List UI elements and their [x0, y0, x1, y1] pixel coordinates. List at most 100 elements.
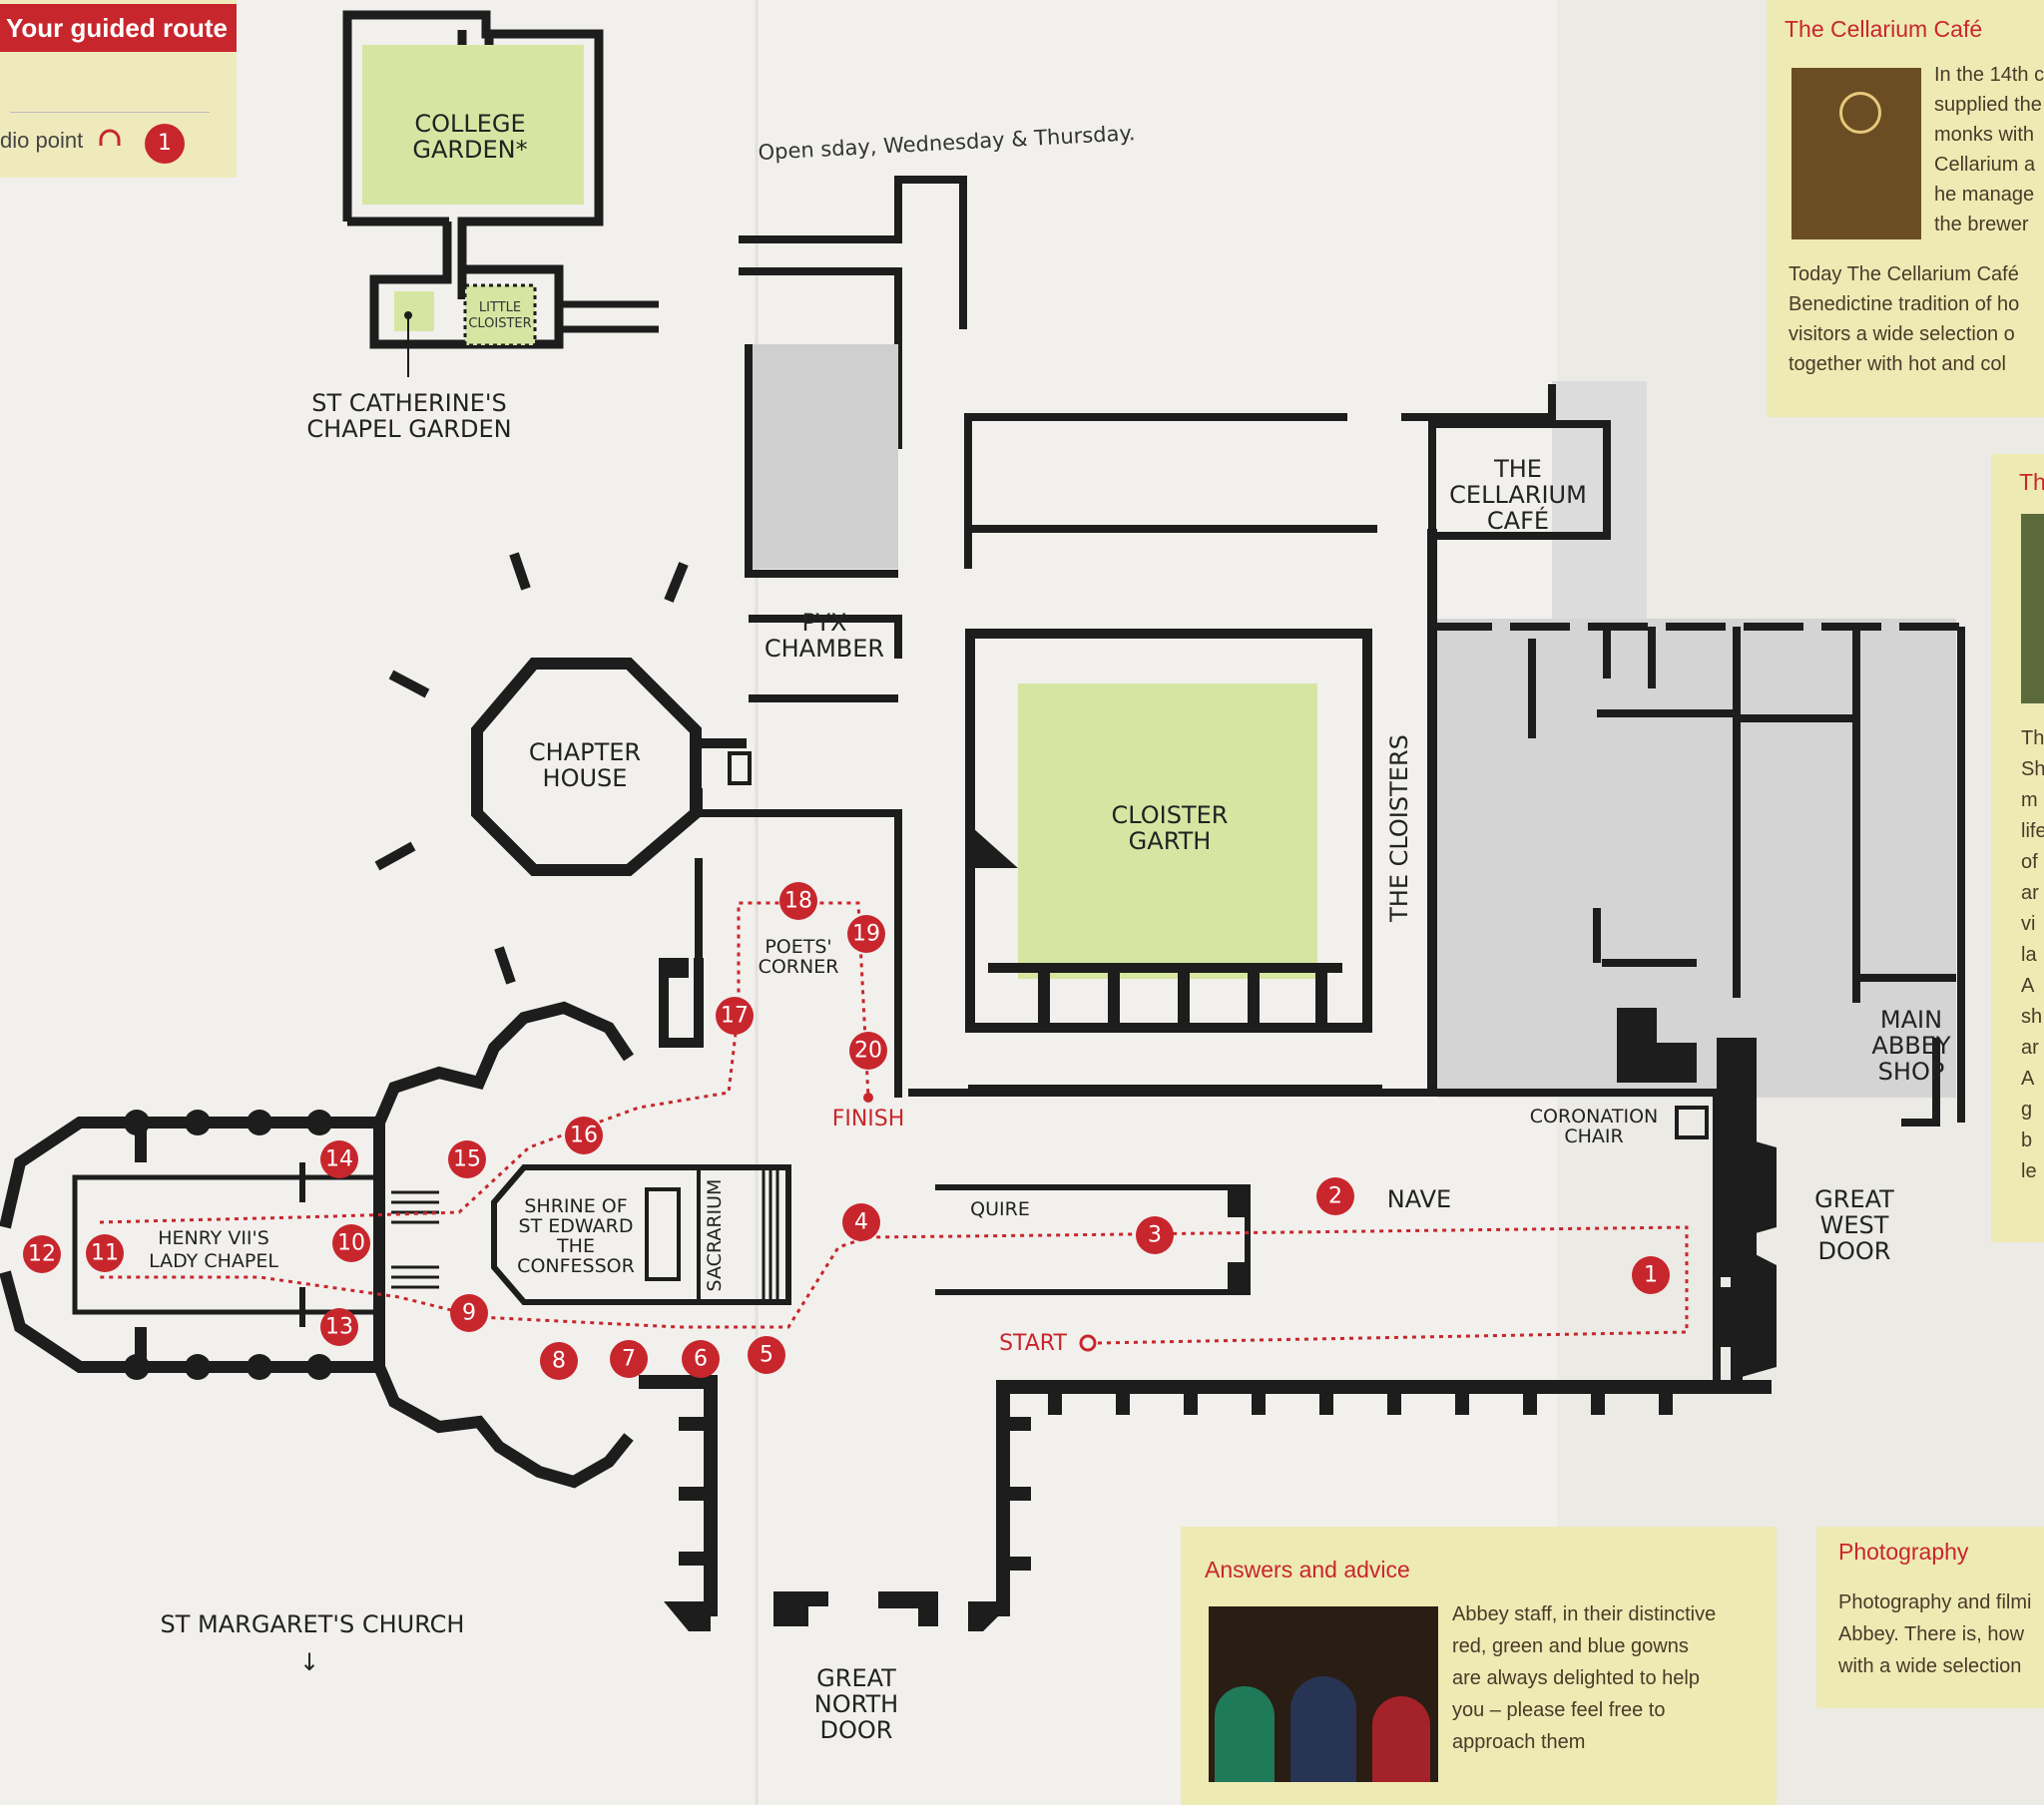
route-stop-number: 16	[570, 1124, 598, 1148]
great-north-door-label-1: GREAT	[816, 1664, 896, 1692]
coronation-chair-label-2: CHAIR	[1564, 1126, 1623, 1147]
route-stop-number: 18	[784, 889, 812, 914]
route-stop-number: 17	[721, 1004, 749, 1029]
cellarium-side-line-3: monks with	[1934, 124, 2035, 146]
college-garden-label-1: COLLEGE	[414, 110, 525, 138]
quire-label: QUIRE	[970, 1198, 1030, 1220]
route-stop-number: 5	[760, 1343, 773, 1368]
route-stop-circle	[779, 882, 817, 920]
route-stop-11: 11	[86, 1234, 124, 1272]
answers-advice-panel: Answers and advice Abbey staff, in their…	[1181, 1527, 1777, 1805]
pyx-chamber-label-2: CHAMBER	[765, 635, 884, 663]
pyx-chamber-label-1: PYX	[801, 609, 846, 637]
answers-line-1: Abbey staff, in their distinctive	[1452, 1603, 1717, 1625]
cellarium-side-line-1: In the 14th c	[1934, 64, 2044, 86]
answers-line-2: red, green and blue gowns	[1452, 1635, 1689, 1657]
route-stop-number: 2	[1328, 1184, 1342, 1209]
audio-point-badge: 1	[145, 124, 185, 164]
cloister-buttresses	[973, 828, 1327, 1023]
photography-panel-title: Photography	[1838, 1539, 1969, 1565]
chandelier-icon	[1839, 92, 1881, 134]
great-west-door-label-3: DOOR	[1818, 1237, 1891, 1265]
right-panel-fragment-10: sh	[2021, 1006, 2043, 1028]
route-stop-4: 4	[842, 1203, 880, 1241]
route-stop-20: 20	[849, 1032, 887, 1070]
route-stop-circle	[1632, 1256, 1670, 1294]
cellarium-side-line-4: Cellarium a	[1934, 154, 2036, 176]
route-stop-number: 10	[337, 1231, 365, 1256]
route-stop-circle	[716, 997, 754, 1035]
photography-body-text: Photography and filmi Abbey. There is, h…	[1838, 1586, 2044, 1682]
right-panel-fragment-5: of	[2021, 851, 2038, 873]
college-garden: COLLEGE GARDEN*	[342, 10, 604, 299]
guided-route-path	[99, 901, 1689, 1345]
little-cloister-label-2: CLOISTER	[468, 316, 531, 331]
nave-buttresses	[1003, 1387, 1673, 1571]
cellarium-line-4: together with hot and col	[1788, 353, 2006, 375]
cellarium-photo	[1791, 68, 1921, 239]
route-stop-2: 2	[1316, 1177, 1354, 1215]
start-marker	[1079, 1334, 1097, 1352]
cellarium-side-line-5: he manage	[1934, 184, 2035, 206]
route-stop-9: 9	[450, 1294, 488, 1332]
right-panel-fragment-2: Sh	[2021, 758, 2044, 780]
right-panel-photo	[2021, 514, 2044, 703]
great-north-door-label-3: DOOR	[820, 1716, 893, 1744]
route-stop-number: 11	[91, 1241, 119, 1266]
lady-chapel-label-1: HENRY VII'S	[158, 1227, 269, 1249]
route-stop-19: 19	[847, 915, 885, 953]
staff-figure-red	[1372, 1696, 1430, 1782]
route-key-box: Your guided route dio point 1	[0, 0, 237, 178]
route-stop-number: 19	[852, 922, 880, 947]
route-stop-circle	[320, 1140, 358, 1178]
cellarium-line-3: visitors a wide selection o	[1788, 323, 2015, 345]
great-west-door-label-1: GREAT	[1814, 1185, 1894, 1213]
route-stop-8: 8	[540, 1342, 578, 1380]
route-stop-circle	[86, 1234, 124, 1272]
main-shop-label-3: SHOP	[1878, 1058, 1945, 1086]
great-west-door-label-2: WEST	[1820, 1211, 1889, 1239]
cellarium-side-line-6: the brewer	[1934, 214, 2029, 235]
route-stop-circle	[682, 1340, 720, 1378]
route-stop-circle	[849, 1032, 887, 1070]
main-shop-label-1: MAIN	[1880, 1006, 1942, 1034]
route-stop-number: 14	[325, 1147, 353, 1172]
route-stop-number: 20	[854, 1039, 882, 1064]
opening-days-note: Open sday, Wednesday & Thursday.	[758, 121, 1136, 165]
route-stop-circle	[565, 1117, 603, 1154]
nave: CORONATION CHAIR NAVE GREAT WEST DOOR QU…	[908, 1089, 1894, 1616]
route-stop-5: 5	[748, 1336, 785, 1374]
route-stop-1: 1	[1632, 1256, 1670, 1294]
west-range: THE CELLARIUM CAFÉ MAIN ABBEY SHOP	[1402, 381, 1965, 1347]
route-stop-circle	[842, 1203, 880, 1241]
cellarium-cafe-panel: The Cellarium Café In the 14th c supplie…	[1767, 0, 2044, 417]
cellarium-line-2: Benedictine tradition of ho	[1788, 293, 2020, 315]
photography-line-3: with a wide selection	[1838, 1655, 2022, 1677]
answers-panel-title: Answers and advice	[1205, 1557, 1410, 1582]
cloister-garth-label-1: CLOISTER	[1112, 801, 1229, 829]
route-stop-circle	[332, 1224, 370, 1262]
route-stop-12: 12	[23, 1235, 61, 1273]
route-stop-14: 14	[320, 1140, 358, 1178]
staff-photo	[1209, 1606, 1438, 1782]
route-stop-number: 4	[854, 1210, 868, 1235]
nave-label: NAVE	[1387, 1185, 1451, 1213]
chapter-house: CHAPTER HOUSE	[374, 552, 752, 985]
little-cloister-label-1: LITTLE	[479, 300, 521, 315]
route-stop-circle	[448, 1140, 486, 1178]
route-stop-number: 6	[694, 1347, 708, 1372]
cloisters-label: THE CLOISTERS	[1385, 734, 1413, 923]
route-stop-circle	[540, 1342, 578, 1380]
headphones-icon	[98, 128, 122, 148]
route-stop-number: 13	[325, 1315, 353, 1340]
cellarium-label-2: CELLARIUM	[1449, 481, 1587, 509]
route-stop-circle	[748, 1336, 785, 1374]
transepts: GREAT NORTH DOOR ST MARGARET'S CHURCH ↓	[161, 958, 1003, 1744]
coronation-chair-label-1: CORONATION	[1530, 1106, 1659, 1128]
poets-corner-label-2: CORNER	[759, 956, 839, 978]
right-panel-fragment-6: ar	[2021, 882, 2039, 904]
route-stop-15: 15	[448, 1140, 486, 1178]
chapter-house-label-1: CHAPTER	[529, 738, 641, 766]
route-stop-number: 9	[462, 1301, 476, 1326]
